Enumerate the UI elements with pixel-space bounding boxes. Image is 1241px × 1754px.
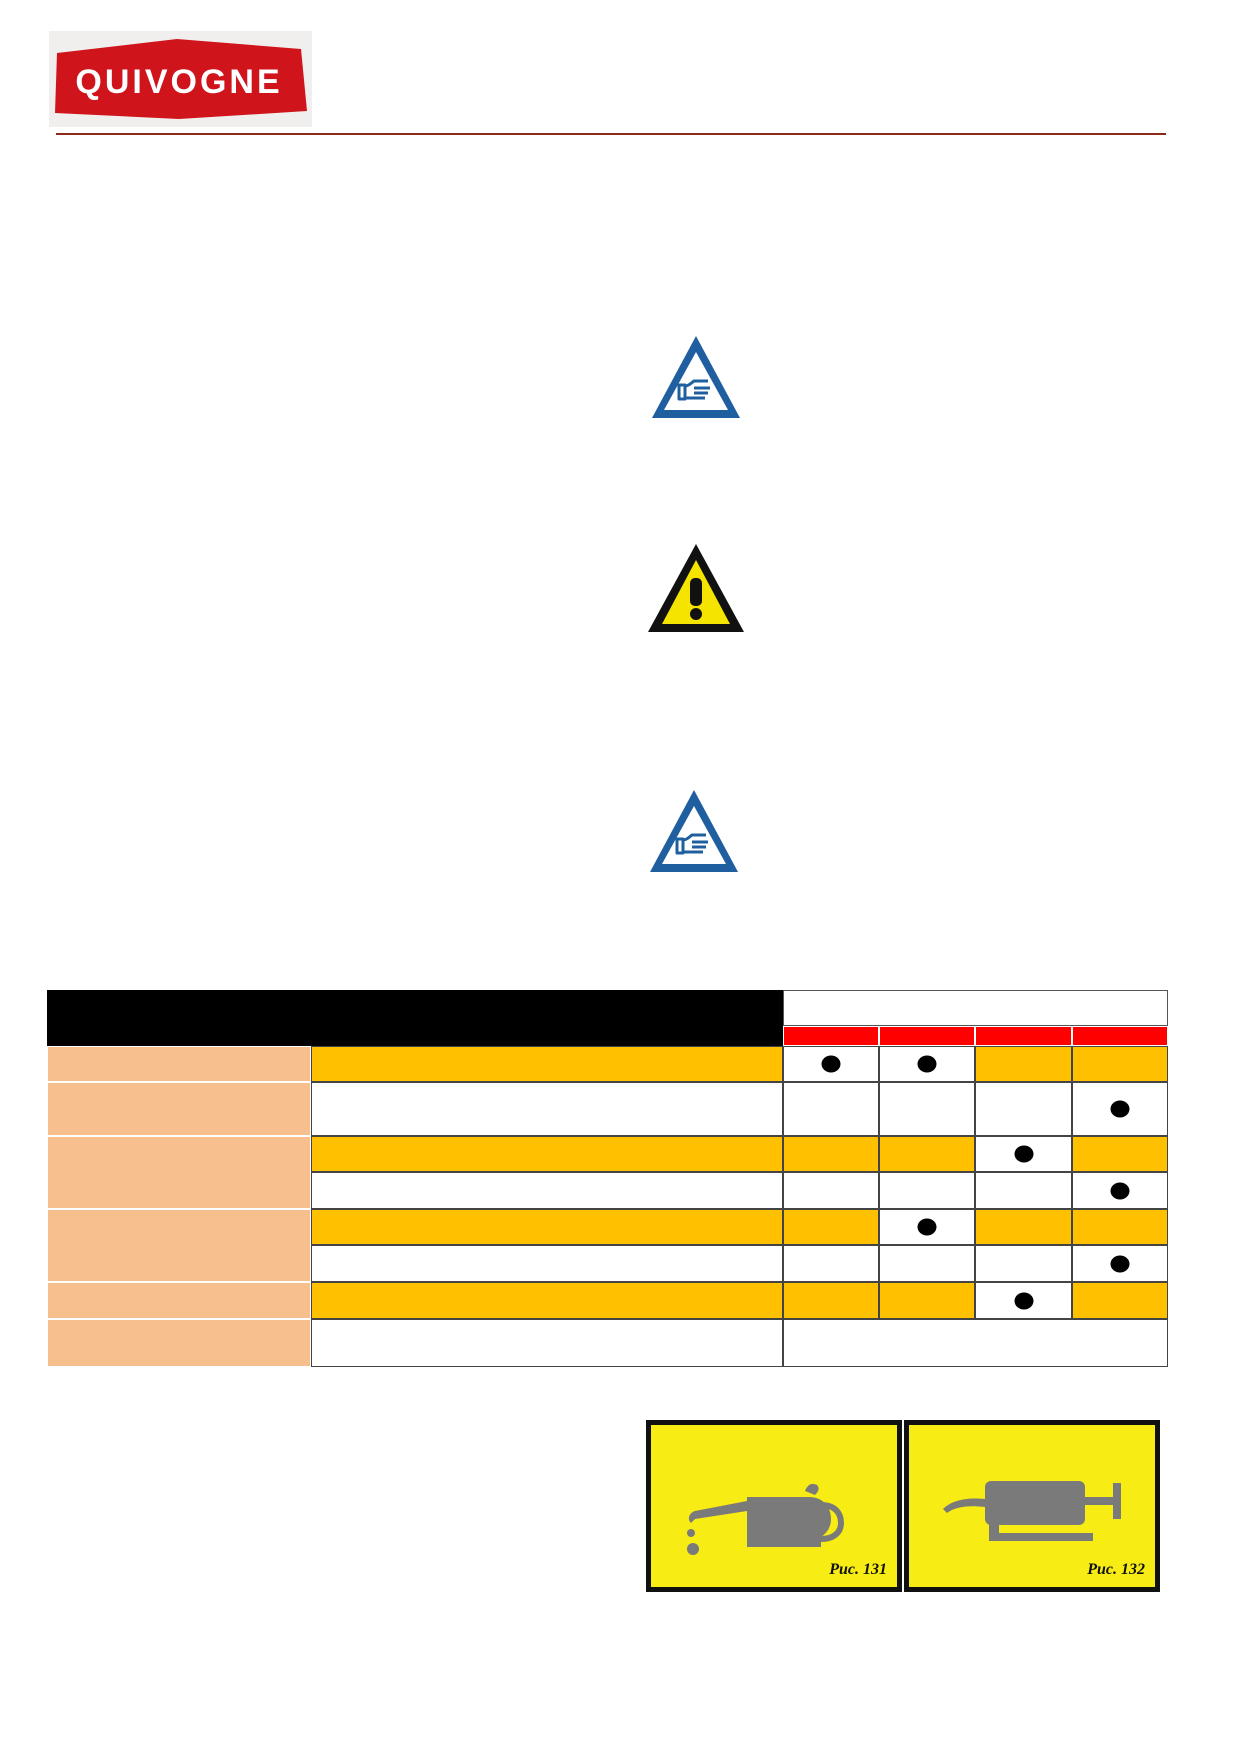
interval-cell [1072,1245,1168,1282]
figure-caption: Рис. 132 [1087,1561,1145,1578]
row-label [47,1209,311,1282]
figure-oil-can: Рис. 131 [646,1420,902,1592]
note-hand-icon [652,336,740,418]
row-label [47,1319,311,1367]
interval-cell [975,1209,1072,1245]
check-dot [1110,1182,1130,1199]
interval-cell [1072,1046,1168,1082]
brand-logo: QUIVOGNE [49,31,312,127]
interval-cell [783,1046,879,1082]
row-description [311,1046,783,1082]
row-label [47,1282,311,1319]
row-label [47,1082,311,1136]
row-description [311,1209,783,1245]
check-dot [917,1218,937,1236]
interval-cell [1072,1282,1168,1319]
interval-cell [879,1282,975,1319]
figure-caption: Рис. 131 [829,1561,887,1578]
grease-gun-icon [943,1481,1121,1541]
interval-cell [1072,1172,1168,1209]
row-label [47,1046,311,1082]
interval-cell [879,1209,975,1245]
header-rule [56,133,1166,135]
row-description [311,1319,783,1367]
figure-grease-gun: Рис. 132 [904,1420,1160,1592]
row-description [311,1172,783,1209]
interval-cell [1072,1136,1168,1172]
oil-can-icon [687,1483,845,1555]
interval-cell [975,1245,1072,1282]
check-dot [1014,1145,1033,1163]
row-frequency-merged [783,1319,1168,1367]
row-description [311,1082,783,1136]
interval-cell [783,1282,879,1319]
check-dot [821,1055,841,1073]
interval-header [1072,1026,1168,1046]
row-description [311,1136,783,1172]
interval-cell [879,1245,975,1282]
interval-header [879,1026,975,1046]
interval-cell [783,1082,879,1136]
interval-cell [975,1082,1072,1136]
interval-cell [975,1172,1072,1209]
interval-cell [783,1209,879,1245]
table-subheader-black [47,1026,783,1046]
table-header-frequency [783,990,1168,1026]
check-dot [1014,1292,1033,1309]
note-hand-icon [650,790,738,872]
interval-cell [975,1282,1072,1319]
maintenance-table [47,990,1168,1367]
interval-header [783,1026,879,1046]
logo-text: QUIVOGNE [75,63,282,101]
row-label [47,1136,311,1209]
warning-exclamation-icon [648,544,744,632]
interval-cell [879,1046,975,1082]
interval-cell [879,1172,975,1209]
interval-cell [783,1245,879,1282]
interval-cell [879,1136,975,1172]
interval-header [975,1026,1072,1046]
interval-cell [1072,1209,1168,1245]
interval-cell [783,1136,879,1172]
row-description [311,1245,783,1282]
interval-cell [1072,1082,1168,1136]
interval-cell [975,1046,1072,1082]
row-description [311,1282,783,1319]
check-dot [917,1055,937,1073]
interval-cell [783,1172,879,1209]
check-dot [1110,1100,1130,1118]
interval-cell [879,1082,975,1136]
check-dot [1110,1255,1130,1272]
interval-cell [975,1136,1072,1172]
